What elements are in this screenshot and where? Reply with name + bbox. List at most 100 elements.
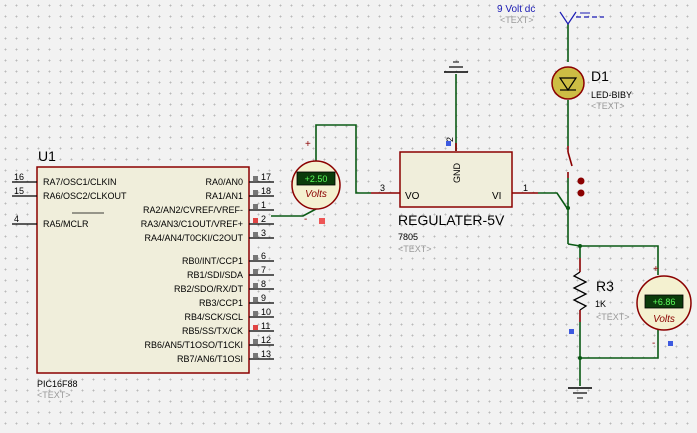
pin-number: 10 [261,307,271,317]
voltmeter-1-display [296,171,336,186]
pin-number: 2 [261,214,266,224]
pin-state-marker [253,218,258,223]
regulator-text: <TEXT> [398,244,432,254]
resistor-r3[interactable]: R3 1K <TEXT> [569,244,630,360]
led-ref: D1 [591,68,609,84]
ground-icon-r3 [568,387,592,399]
switch-contact-top [577,177,585,185]
pin-state-marker [253,176,258,181]
voltmeter-2[interactable]: +6.86 Volts + - [636,264,692,349]
voltmeter-2-minus: - [652,338,655,349]
led-value: LED-BIBY [591,90,632,100]
pin-name: RA0/AN0 [205,177,243,187]
resistor-value: 1K [595,299,606,309]
led-body [551,66,585,100]
pin-name: RA4/AN4/T0CKI/C2OUT [144,233,243,243]
switch-contact-bottom [577,189,585,197]
pic-body [36,166,250,374]
regulator-name: REGULATER-5V [398,212,505,228]
pin-state-marker [253,232,258,237]
voltmeter-2-display [644,294,684,309]
wire-node-to-vm2[interactable] [580,245,659,275]
pin-name: RB5/SS/TX/CK [182,326,243,336]
wire-vm2-to-node[interactable] [580,330,659,359]
pin-name: RA2/AN2/CVREF/VREF- [143,205,243,215]
pin-number: 11 [261,321,270,331]
junction-dot [566,206,570,210]
led-d1[interactable]: D1 LED-BIBY <TEXT> [551,66,632,111]
pin-state-marker [253,283,258,288]
junction-dot-bottom [578,356,582,360]
switch-blade[interactable] [567,151,573,167]
pin-state-marker [253,353,258,358]
led-text: <TEXT> [591,101,625,111]
pin-number: 15 [14,186,24,196]
pin-name: RB4/SCK/SCL [184,312,243,322]
pin-state-marker [253,190,258,195]
pin-name: RB0/INT/CCP1 [182,256,243,266]
regulator-pin-vo: VO [405,191,420,202]
regulator-pin-vi: VI [492,191,501,202]
pin-name: RA5/MCLR [43,219,89,229]
resistor-ref: R3 [596,278,614,294]
pin-name: RA6/OSC2/CLKOUT [43,191,127,201]
pin-name: RA7/OSC1/CLKIN [43,177,117,187]
pin-number: 8 [261,279,266,289]
pin-number: 4 [14,214,19,224]
pin-name: RA3/AN3/C1OUT/VREF+ [141,219,243,229]
voltmeter-1-reading: +2.50 [305,174,328,184]
regulator-7805[interactable]: VO VI GND 3 1 2 REGULATER-5V 7805 <TEXT> [371,137,538,254]
pin-number: 3 [261,228,266,238]
pin-state-marker [253,311,258,316]
power-label: 9 Volt dc [497,4,535,15]
wire-pin2-to-vm1[interactable] [271,208,317,217]
wire-vi-to-node[interactable] [538,192,568,209]
pin-name: RB6/AN5/T1OSO/T1CKI [144,340,243,350]
voltmeter-2-reading: +6.86 [653,297,676,307]
pin-state-marker [253,204,258,209]
wire-vm1-to-vo[interactable] [315,124,371,194]
pin-state-marker [253,297,258,302]
pin-name: RB3/CCP1 [199,298,243,308]
pic-part: PIC16F88 [37,379,78,389]
pin-number: 13 [261,349,271,359]
pic-ref: U1 [38,148,56,164]
pic-right-pins: 17RA0/AN018RA1/AN11RA2/AN2/CVREF/VREF-2R… [141,172,274,364]
regulator-num-vi: 1 [523,183,528,193]
voltmeter-1-plus: + [305,139,311,150]
pin-name: RB7/AN6/T1OSI [177,354,243,364]
voltmeter-1-minus: - [304,214,307,225]
pin-state-marker [253,325,258,330]
voltmeter-1[interactable]: +2.50 Volts + - [291,139,341,225]
pin-state-marker [253,339,258,344]
pin-number: 12 [261,335,271,345]
pin-number: 1 [261,200,266,210]
resistor-icon [572,271,588,311]
pin-number: 18 [261,186,271,196]
pin-name: RB2/SDO/RX/DT [174,284,244,294]
voltmeter-2-plus: + [653,264,659,275]
power-terminal[interactable]: 9 Volt dc <TEXT> [497,4,604,26]
switch[interactable] [566,146,585,210]
gnd-probe-marker [446,141,451,146]
regulator-pin-gnd: GND [452,163,462,184]
